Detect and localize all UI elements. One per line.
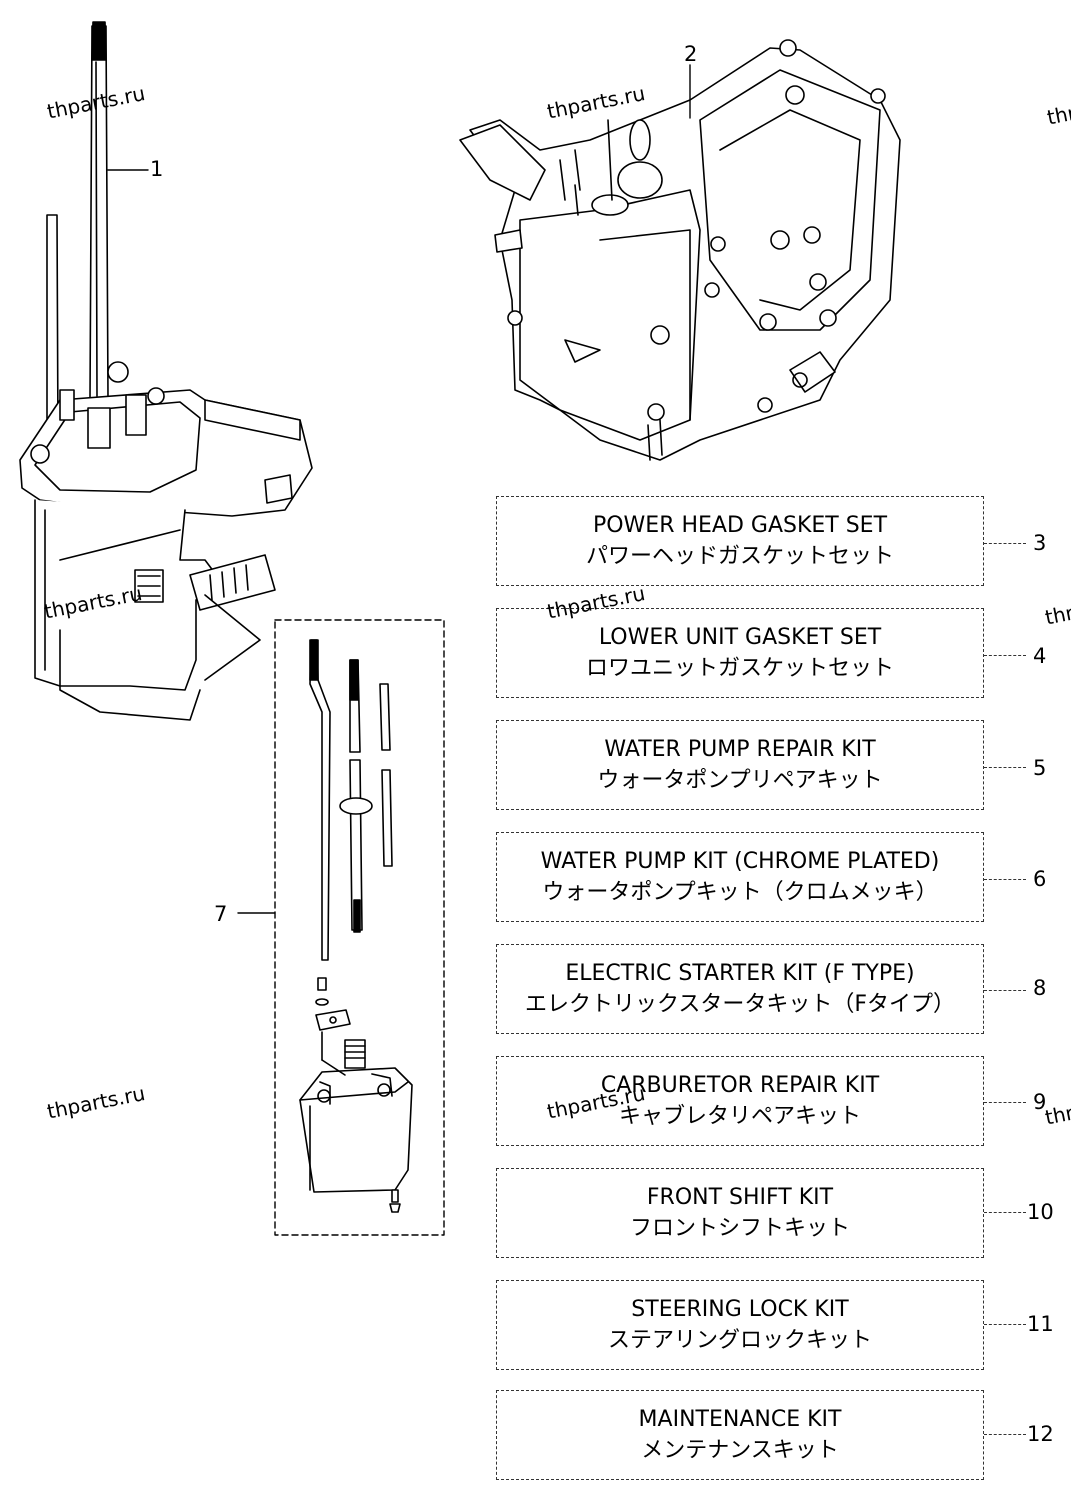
kit-number-4: 4 bbox=[1033, 644, 1047, 668]
kit-name-en: POWER HEAD GASKET SET bbox=[592, 513, 888, 538]
leader-line bbox=[984, 1102, 1026, 1103]
kit-name-jp: パワーヘッドガスケットセット bbox=[585, 544, 894, 569]
kit-name-jp: ウォータポンプリペアキット bbox=[597, 768, 883, 793]
kit-number-5: 5 bbox=[1033, 756, 1047, 780]
leader-line bbox=[984, 1434, 1026, 1435]
kit-name-jp: キャブレタリペアキット bbox=[618, 1104, 861, 1129]
kit-name-en: LOWER UNIT GASKET SET bbox=[598, 625, 882, 650]
watermark: thr bbox=[1043, 1100, 1071, 1130]
callout-1: 1 bbox=[150, 157, 164, 181]
lower-unit-drawing bbox=[19, 21, 313, 721]
kit-number-11: 11 bbox=[1027, 1312, 1054, 1336]
kit-box-8: ELECTRIC STARTER KIT (F TYPE) エレクトリックスター… bbox=[496, 944, 984, 1034]
leader-line bbox=[984, 655, 1026, 656]
kit-box-5: WATER PUMP REPAIR KIT ウォータポンプリペアキット bbox=[496, 720, 984, 810]
kit-name-en: WATER PUMP KIT (CHROME PLATED) bbox=[540, 849, 940, 874]
leader-line bbox=[984, 1212, 1026, 1213]
kit-name-en: CARBURETOR REPAIR KIT bbox=[600, 1073, 880, 1098]
power-head-drawing bbox=[459, 39, 901, 461]
kit-name-jp: エレクトリックスタータキット（Fタイプ） bbox=[525, 992, 955, 1017]
kit-box-4: LOWER UNIT GASKET SET ロワユニットガスケットセット bbox=[496, 608, 984, 698]
leader-line bbox=[984, 543, 1026, 544]
kit-name-jp: フロントシフトキット bbox=[629, 1216, 850, 1241]
kit-name-en: ELECTRIC STARTER KIT (F TYPE) bbox=[565, 961, 915, 986]
callout-7: 7 bbox=[214, 902, 228, 926]
kit-box-6: WATER PUMP KIT (CHROME PLATED) ウォータポンプキッ… bbox=[496, 832, 984, 922]
kit-name-jp: ステアリングロックキット bbox=[607, 1328, 872, 1353]
kit-box-12: MAINTENANCE KIT メンテナンスキット bbox=[496, 1390, 984, 1480]
kit-box-10: FRONT SHIFT KIT フロントシフトキット bbox=[496, 1168, 984, 1258]
callout-2: 2 bbox=[684, 42, 698, 66]
leader-line bbox=[984, 990, 1026, 991]
kit-name-en: FRONT SHIFT KIT bbox=[646, 1185, 834, 1210]
front-shift-kit-drawing bbox=[274, 619, 445, 1236]
kit-name-en: STEERING LOCK KIT bbox=[631, 1297, 849, 1322]
kit-name-en: WATER PUMP REPAIR KIT bbox=[604, 737, 876, 762]
watermark: thr bbox=[1043, 600, 1071, 630]
kit-box-11: STEERING LOCK KIT ステアリングロックキット bbox=[496, 1280, 984, 1370]
kit-number-9: 9 bbox=[1033, 1090, 1047, 1114]
kit-name-jp: ロワユニットガスケットセット bbox=[585, 656, 894, 681]
kit-number-8: 8 bbox=[1033, 976, 1047, 1000]
watermark: thr bbox=[1045, 100, 1071, 130]
kit-number-6: 6 bbox=[1033, 867, 1047, 891]
kit-name-jp: ウォータポンプキット（クロムメッキ） bbox=[542, 880, 938, 905]
kit-number-3: 3 bbox=[1033, 531, 1047, 555]
kit-number-10: 10 bbox=[1027, 1200, 1054, 1224]
kit-number-12: 12 bbox=[1027, 1422, 1054, 1446]
leader-line bbox=[984, 879, 1026, 880]
leader-line bbox=[984, 1324, 1026, 1325]
kit-box-9: CARBURETOR REPAIR KIT キャブレタリペアキット bbox=[496, 1056, 984, 1146]
kit-name-en: MAINTENANCE KIT bbox=[638, 1407, 842, 1432]
leader-line bbox=[984, 767, 1026, 768]
kit-box-3: POWER HEAD GASKET SET パワーヘッドガスケットセット bbox=[496, 496, 984, 586]
kit-name-jp: メンテナンスキット bbox=[641, 1438, 839, 1463]
